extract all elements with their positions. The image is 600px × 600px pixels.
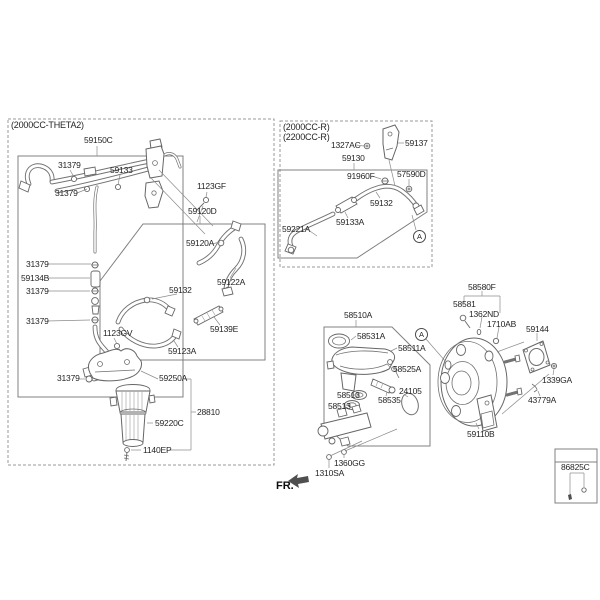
part-label-28810: 28810 (197, 407, 220, 417)
part-label-58581: 58581 (453, 299, 476, 309)
part-label-31379-4: 31379 (26, 286, 49, 296)
group-title-2000cc-r: (2000CC-R) (283, 122, 330, 132)
view-marker-a-2: A (415, 328, 428, 341)
fitting-group-58580f (459, 291, 501, 345)
master-cylinder-assembly (317, 333, 447, 460)
part-label-59120d: 59120D (188, 206, 217, 216)
part-label-59132-b: 59132 (370, 198, 393, 208)
group-title-2200cc-r: (2200CC-R) (283, 132, 330, 142)
hose-assembly-59150c (18, 138, 214, 382)
part-label-58535: 58535 (378, 395, 401, 405)
view-marker-a-1: A (413, 230, 426, 243)
part-label-1327ac: 1327AC (331, 140, 361, 150)
part-label-86825c: 86825C (561, 462, 590, 472)
part-label-58513-2: 58513 (328, 401, 351, 411)
part-label-1140ep: 1140EP (143, 445, 172, 455)
part-label-59133a: 59133A (336, 217, 365, 227)
part-label-59150c: 59150C (84, 135, 113, 145)
part-label-59132-a: 59132 (169, 285, 192, 295)
part-label-1362nd: 1362ND (469, 309, 499, 319)
part-label-58580f: 58580F (468, 282, 496, 292)
part-label-59220c: 59220C (155, 418, 184, 428)
part-label-43779a: 43779A (528, 395, 557, 405)
part-label-1360gg: 1360GG (334, 458, 365, 468)
part-label-31379-2: 31379 (55, 188, 78, 198)
part-label-58510a: 58510A (344, 310, 373, 320)
part-label-59221a: 59221A (282, 224, 311, 234)
part-label-1339ga: 1339GA (542, 375, 572, 385)
part-label-59130: 59130 (342, 153, 365, 163)
part-label-59110b: 59110B (467, 429, 495, 439)
part-label-58513-1: 58513 (337, 390, 360, 400)
part-label-31379-6: 31379 (57, 373, 80, 383)
part-label-58531a: 58531A (357, 331, 386, 341)
part-label-59134b: 59134B (21, 273, 50, 283)
leader-lines (46, 142, 555, 468)
group-title-theta2: (2000CC-THETA2) (11, 120, 84, 130)
part-label-1710ab: 1710AB (487, 319, 517, 329)
part-label-59137: 59137 (405, 138, 428, 148)
part-label-24105: 24105 (399, 386, 422, 396)
part-label-1310sa: 1310SA (315, 468, 345, 478)
part-label-57590d: 57590D (397, 169, 426, 179)
part-label-58511a: 58511A (398, 343, 426, 353)
part-label-59123a: 59123A (168, 346, 197, 356)
part-label-59133: 59133 (110, 165, 133, 175)
part-label-91960f: 91960F (347, 171, 375, 181)
pump-assembly-28810 (82, 342, 196, 462)
part-label-59139e: 59139E (210, 324, 239, 334)
brake-booster-59110b (437, 337, 550, 432)
fr-direction-arrow (288, 474, 309, 488)
fr-direction-label: FR. (276, 480, 294, 492)
part-label-1123gf: 1123GF (197, 181, 226, 191)
part-label-1123gv: 1123GV (103, 328, 133, 338)
part-label-31379-3: 31379 (26, 259, 49, 269)
inset-86825c-part (568, 472, 587, 500)
part-label-59120a: 59120A (186, 238, 215, 248)
hose-assembly-59130 (284, 124, 425, 255)
gasket-59144 (522, 340, 558, 393)
part-label-31379-5: 31379 (26, 316, 49, 326)
part-label-59250a: 59250A (159, 373, 188, 383)
part-label-58525a: 58525A (393, 364, 422, 374)
part-label-59144: 59144 (526, 324, 549, 334)
part-label-59122a: 59122A (217, 277, 246, 287)
part-label-31379-1: 31379 (58, 160, 81, 170)
vapor-hoses-59120d (115, 196, 247, 349)
